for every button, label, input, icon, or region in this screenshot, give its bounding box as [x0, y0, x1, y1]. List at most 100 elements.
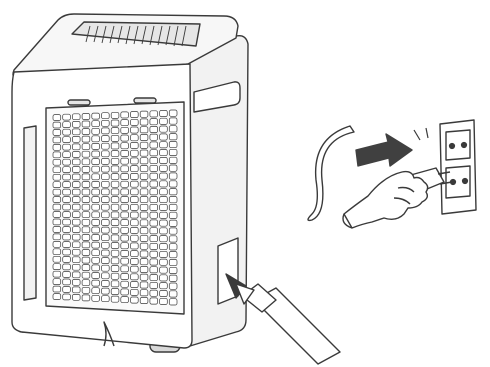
grille-hole [150, 275, 158, 281]
grille-hole [131, 258, 139, 264]
grille-hole [160, 298, 168, 304]
grille-hole [92, 212, 100, 218]
grille-hole [169, 236, 177, 242]
grille-hole [169, 126, 177, 132]
grille-hole [63, 159, 71, 165]
grille-hole [102, 212, 110, 218]
grille-hole [169, 267, 177, 273]
grille-hole [169, 204, 177, 210]
grille-hole [63, 204, 71, 210]
grille-hole [53, 264, 61, 270]
grille-hole [63, 197, 71, 203]
grille-hole [92, 235, 100, 241]
grille-hole [150, 134, 158, 140]
grille-hole [121, 135, 129, 141]
grille-hole [160, 142, 168, 148]
grille-hole [140, 127, 148, 133]
grille-hole [160, 157, 168, 163]
grille-hole [121, 127, 129, 133]
grille-hole [82, 144, 90, 150]
grille-hole [111, 227, 119, 233]
grille-hole [150, 111, 158, 117]
grille-hole [72, 234, 80, 240]
grille-hole [131, 197, 139, 203]
grille-hole [102, 174, 110, 180]
grille-hole [150, 259, 158, 265]
grille-hole [111, 166, 119, 172]
grille-hole [72, 219, 80, 225]
grille-hole [169, 181, 177, 187]
grille-hole [140, 142, 148, 148]
grille-hole [82, 121, 90, 127]
grille-hole [111, 235, 119, 241]
grille-hole [63, 219, 71, 225]
grille-hole [92, 151, 100, 157]
grille-hole [131, 142, 139, 148]
grille-hole [140, 251, 148, 257]
grille-hole [169, 212, 177, 218]
grille-hole [160, 197, 168, 203]
grille-hole [169, 149, 177, 155]
grille-hole [72, 227, 80, 233]
grille-hole [102, 288, 110, 294]
grille-hole [121, 227, 129, 233]
grille-hole [160, 236, 168, 242]
grille-hole [131, 282, 139, 288]
grille-hole [121, 212, 129, 218]
grille-hole [150, 197, 158, 203]
outlet-hole [462, 143, 467, 148]
grille-hole [82, 166, 90, 172]
grille-hole [72, 114, 80, 120]
grille-hole [82, 287, 90, 293]
grille-hole [72, 174, 80, 180]
grille-hole [82, 234, 90, 240]
grille-hole [111, 266, 119, 272]
grille-hole [140, 166, 148, 172]
grille-hole [131, 266, 139, 272]
grille-hole [150, 126, 158, 132]
grille-hole [53, 174, 61, 180]
grille-hole [92, 227, 100, 233]
grille-hole [150, 267, 158, 273]
grille-hole [169, 220, 177, 226]
grille-hole [121, 166, 129, 172]
grille-hole [160, 173, 168, 179]
grille-hole [102, 113, 110, 119]
grille-hole [160, 165, 168, 171]
grille-hole [131, 289, 139, 295]
grille-hole [82, 212, 90, 218]
grille-hole [72, 159, 80, 165]
grille-hole [53, 227, 61, 233]
grille-hole [150, 165, 158, 171]
grille-hole [92, 174, 100, 180]
grille-hole [102, 189, 110, 195]
grille-hole [111, 289, 119, 295]
grille-hole [72, 272, 80, 278]
grille-hole [82, 136, 90, 142]
grille-hole [160, 283, 168, 289]
grille-hole [169, 275, 177, 281]
grille-hole [82, 265, 90, 271]
grille-hole [131, 135, 139, 141]
grille-hole [111, 158, 119, 164]
grille-hole [150, 150, 158, 156]
grille-hole [140, 212, 148, 218]
grille-hole [63, 114, 71, 120]
grille-hole [111, 197, 119, 203]
air-purifier-icon [12, 14, 248, 352]
grille-hole [53, 212, 61, 218]
grille-hole [111, 143, 119, 149]
grille-hole [111, 189, 119, 195]
grille-hole [121, 250, 129, 256]
grille-hole [102, 166, 110, 172]
grille-hole [102, 242, 110, 248]
grille-hole [111, 250, 119, 256]
grille-hole [72, 197, 80, 203]
grille-hole [160, 228, 168, 234]
grille-hole [140, 235, 148, 241]
grille-hole [111, 296, 119, 302]
grille-hole [131, 243, 139, 249]
grille-hole [102, 281, 110, 287]
grille-hole [121, 204, 129, 210]
grille-hole [140, 297, 148, 303]
